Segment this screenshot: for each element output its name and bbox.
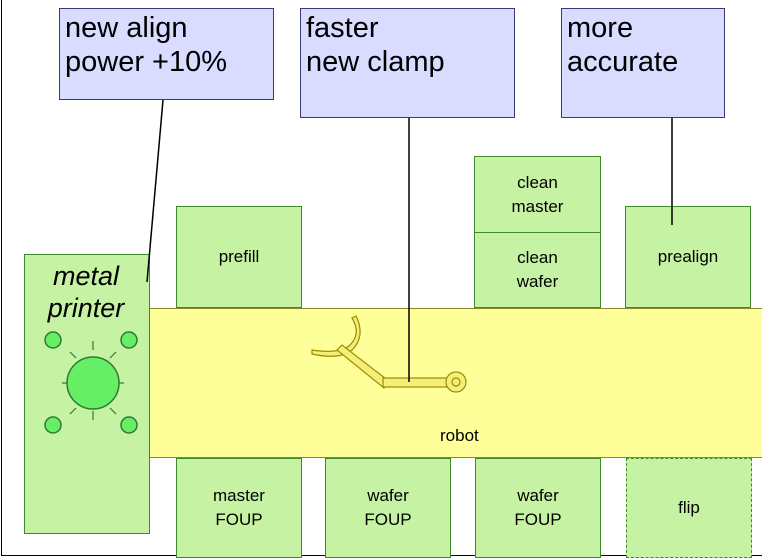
callout-line: power +10%	[65, 46, 228, 78]
station-clean-master: clean master	[474, 156, 601, 233]
station-label: master	[511, 196, 564, 216]
station-master-foup: master FOUP	[176, 458, 302, 558]
fixture-pin-icon	[44, 331, 62, 349]
fixture-pin-icon	[44, 416, 62, 434]
station-label: master	[213, 486, 265, 505]
callout-line: new clamp	[306, 46, 445, 78]
station-label: prealign	[657, 247, 719, 266]
callout-line: accurate	[567, 46, 679, 78]
station-label: clean	[517, 248, 558, 267]
leader-line	[146, 99, 164, 283]
station-wafer-foup-1: wafer FOUP	[325, 458, 451, 558]
station-flip: flip	[626, 458, 752, 558]
callout-line: more	[567, 12, 634, 44]
station-wafer-foup-2: wafer FOUP	[475, 458, 601, 558]
printer-title-line: printer	[47, 293, 125, 323]
station-label: wafer	[516, 272, 559, 291]
callout-line: faster	[306, 12, 379, 44]
fixture-pin-icon	[120, 331, 138, 349]
station-label: wafer	[367, 486, 409, 505]
robot-label: robot	[440, 426, 479, 445]
callout-line: new align	[65, 12, 188, 44]
callout-leaders	[146, 99, 673, 382]
metal-printer-title: metal printer	[26, 260, 146, 324]
station-label: FOUP	[364, 510, 412, 529]
station-label: wafer	[517, 486, 559, 505]
station-label: clean	[517, 172, 558, 192]
printer-title-line: metal	[52, 261, 120, 291]
print-head-icon	[66, 356, 120, 410]
station-clean-wafer: clean wafer	[474, 232, 601, 308]
station-label: prefill	[218, 247, 260, 266]
callout-more-accurate: more accurate	[561, 8, 725, 118]
callout-faster-clamp: faster new clamp	[300, 8, 515, 118]
station-label: flip	[678, 498, 700, 517]
fixture-pin-icon	[120, 416, 138, 434]
station-label: FOUP	[215, 510, 263, 529]
station-label: FOUP	[514, 510, 562, 529]
station-prealign: prealign	[625, 206, 751, 308]
station-prefill: prefill	[176, 206, 302, 308]
robot-arm-icon	[311, 315, 467, 393]
printer-fixture	[44, 331, 138, 434]
callout-new-align: new align power +10%	[59, 8, 274, 100]
